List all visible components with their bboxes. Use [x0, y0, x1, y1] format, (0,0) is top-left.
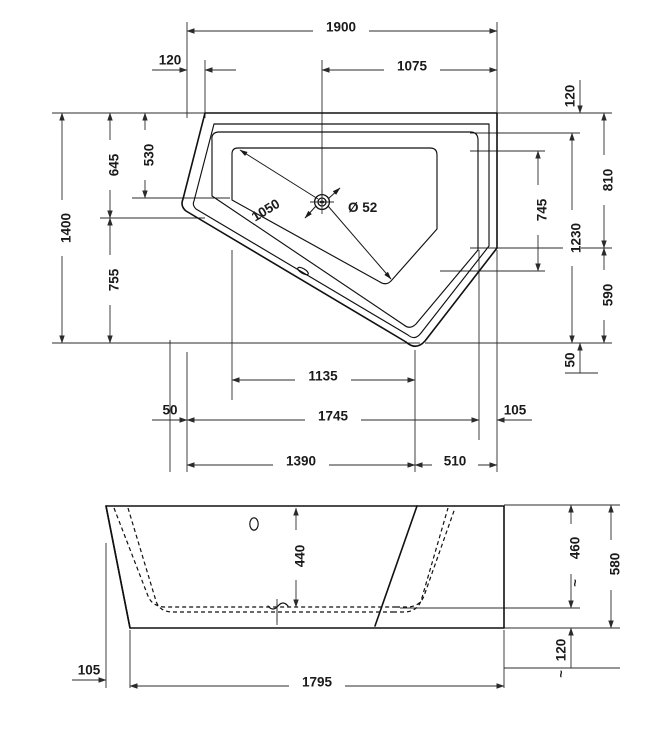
dim-810-label: 810	[601, 169, 616, 192]
dim-1795-label: 1795	[302, 675, 333, 690]
dim-left-530: 530	[136, 112, 157, 199]
dim-top-120-label: 120	[159, 53, 182, 68]
dim-top-1900: 1900	[186, 20, 498, 39]
dim-1075-label: 1075	[397, 59, 428, 74]
dim-diameter-52: Ø 52	[304, 187, 392, 280]
elevation-extension-lines	[105, 504, 620, 688]
bathtub-outline-elevation	[105, 505, 505, 629]
dim-right-120: 120	[563, 80, 583, 114]
dim-bottom-510: 510	[414, 454, 498, 473]
elevation-view: 440 460 ~ 580 120 ~	[72, 504, 623, 694]
dim-1745-label: 1745	[318, 409, 349, 424]
dim-right-745: 745	[529, 150, 550, 272]
dim-755-label: 755	[107, 268, 122, 291]
bathtub-outline-plan	[181, 112, 498, 348]
dim-elev-1795: 1795	[129, 675, 505, 694]
bathtub-basin-plan	[231, 147, 438, 285]
dim-580-label: 580	[608, 553, 623, 576]
dim-440-label: 440	[293, 545, 308, 568]
dim-left-755: 755	[101, 217, 122, 344]
dim-bottom-1390: 1390	[186, 454, 416, 473]
dim-elev-105-label: 105	[78, 663, 101, 678]
dim-645-label: 645	[107, 153, 122, 176]
dim-1050-label: 1050	[249, 196, 282, 224]
dim-elev-120: 120 ~	[553, 627, 574, 678]
approx-symbol-460: ~	[567, 579, 582, 587]
dim-right-1230: 1230	[563, 132, 584, 344]
dim-top-1075: 1075	[204, 59, 498, 78]
dim-left-645: 645	[101, 112, 122, 219]
dim-1390-label: 1390	[286, 454, 316, 469]
dim-bottom-50: 50	[152, 403, 188, 423]
dim-left-1400: 1400	[53, 112, 74, 344]
dim-bottom-105-label: 105	[504, 403, 527, 418]
dim-right-810: 810	[595, 112, 616, 249]
dim-1900-label: 1900	[326, 20, 356, 35]
approx-symbol-120: ~	[553, 670, 568, 678]
dim-elev-120-label: 120	[554, 639, 569, 662]
dim-590-label: 590	[601, 284, 616, 307]
overflow-hole-icon-elevation	[249, 517, 259, 531]
dim-bottom-1135: 1135	[231, 369, 416, 388]
dim-diameter-52-label: Ø 52	[348, 200, 377, 215]
dim-460-label: 460	[568, 537, 583, 560]
dim-bottom-105: 105	[496, 403, 532, 423]
overflow-slot-icon	[297, 266, 309, 276]
dim-1050-diagonal: 1050	[239, 149, 319, 224]
dim-510-label: 510	[444, 454, 467, 469]
bathtub-basin-elevation-hidden	[113, 507, 456, 613]
dim-right-50-label: 50	[563, 352, 578, 367]
plan-extension-lines	[52, 22, 612, 472]
waste-outlet-icon	[310, 190, 334, 214]
plan-view: 1050 Ø 52 1900 120	[52, 20, 616, 473]
dim-1400-label: 1400	[59, 213, 74, 243]
dim-745-label: 745	[535, 198, 550, 221]
dim-elev-105: 105	[72, 663, 107, 683]
dim-elev-440: 440	[287, 507, 308, 608]
dim-elev-460: 460 ~	[562, 504, 583, 609]
dim-right-120-label: 120	[563, 85, 578, 108]
dim-bottom-1745: 1745	[186, 409, 480, 428]
dim-right-590: 590	[595, 247, 616, 344]
dim-1135-label: 1135	[308, 369, 338, 384]
waste-outlet-marker-elevation	[267, 599, 289, 622]
dim-bottom-50-label: 50	[162, 403, 177, 418]
dim-right-50: 50	[563, 342, 598, 374]
dim-530-label: 530	[142, 144, 157, 167]
dim-top-120: 120	[152, 53, 188, 73]
dim-1230-label: 1230	[569, 223, 584, 253]
dim-elev-580: 580	[602, 504, 623, 629]
